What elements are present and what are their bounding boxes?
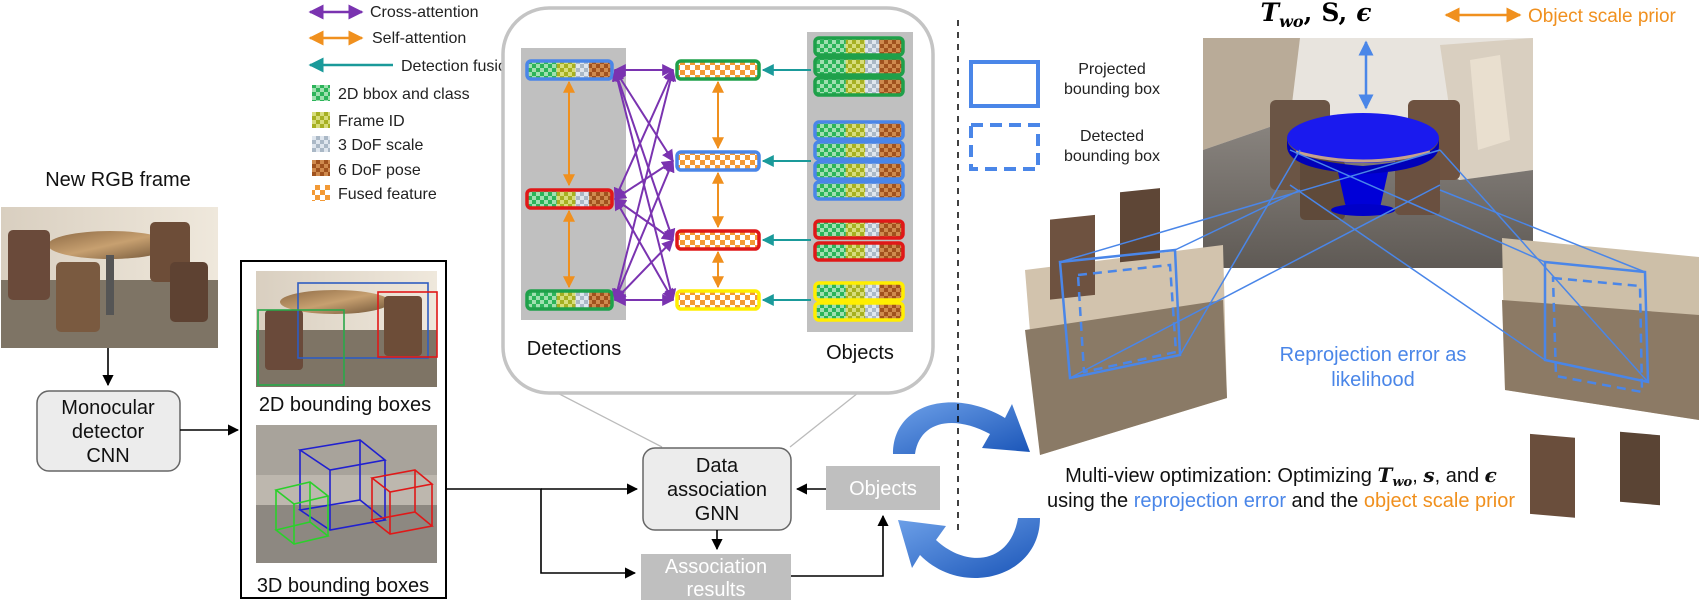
gnn-label-line-1: Data: [696, 455, 739, 477]
objects-column-label: Objects: [826, 342, 894, 364]
projected-box-icon: [969, 60, 1040, 108]
gnn-graph: [525, 36, 905, 322]
optimization-caption-line-1: Multi-view optimization: Optimizing Two,…: [1065, 463, 1497, 490]
detections-column-label: Detections: [527, 338, 622, 360]
legend-dof-scale: 3 DoF scale: [338, 137, 423, 154]
objects-block: Objects: [826, 466, 940, 510]
optimization-variables-heading: Two,S,ϵ: [1261, 0, 1372, 31]
object-bar-1-1: [813, 36, 905, 57]
optimization-loop-icon: [893, 402, 1040, 579]
object-bar-3-2: [813, 241, 905, 262]
association-results-line-1: Association: [665, 556, 767, 578]
association-results-line-2: results: [687, 579, 746, 600]
gnn-label-line-3: GNN: [695, 503, 739, 525]
detected-label-line-2: bounding box: [1064, 148, 1160, 165]
detected-label-line-1: Detected: [1080, 128, 1144, 145]
scale-prior-label: Object scale prior: [1528, 6, 1677, 27]
dof-pose-swatch-icon: [312, 160, 330, 176]
legend-cross-attention: Cross-attention: [370, 4, 479, 21]
object-bar-4-1: [813, 281, 905, 302]
projected-label-line-1: Projected: [1078, 61, 1146, 78]
detected-box-icon: [969, 123, 1040, 171]
gnn-box: Data association GNN: [642, 447, 792, 531]
fused-bar-3: [675, 229, 761, 251]
legend-frame-id: Frame ID: [338, 113, 405, 130]
reprojection-label-line-1: Reprojection error as: [1280, 344, 1467, 366]
detections-column: [521, 48, 626, 320]
reconstruction-render: [1203, 38, 1533, 268]
detector-box: Monocular detector CNN: [36, 390, 181, 472]
legend-dof-pose: 6 DoF pose: [338, 162, 421, 179]
dof-scale-swatch-icon: [312, 136, 330, 152]
detector-label-line-1: Monocular: [61, 397, 155, 419]
detection-2d-photo: [256, 271, 438, 387]
projection-overlays: [1058, 149, 1650, 394]
legend-fused-feature: Fused feature: [338, 186, 437, 203]
optimization-caption-line-2: using the reprojection error and the obj…: [1047, 490, 1515, 512]
boxes-2d-label: 2D bounding boxes: [259, 394, 431, 416]
box-legend: Projected bounding box Detected bounding…: [969, 60, 1160, 171]
object-bar-2-3: [813, 160, 905, 181]
object-bar-4-2: [813, 301, 905, 322]
detector-label-line-2: detector: [72, 421, 145, 443]
objects-block-label: Objects: [849, 478, 917, 500]
cross-attention-edge: [614, 239, 674, 301]
gnn-label-line-2: association: [667, 479, 767, 501]
object-bar-1-2: [813, 56, 905, 77]
new-frame-label: New RGB frame: [45, 169, 191, 191]
detection-3d-photo: [256, 425, 437, 563]
fused-bar-1: [675, 59, 761, 81]
object-bar-3-1: [813, 219, 905, 240]
legend-self-attention: Self-attention: [372, 30, 466, 47]
frame-id-swatch-icon: [312, 112, 330, 128]
legend-bbox-class: 2D bbox and class: [338, 86, 470, 103]
projected-label-line-2: bounding box: [1064, 81, 1160, 98]
association-results-block: Association results: [641, 554, 791, 600]
object-bar-2-4: [813, 180, 905, 201]
boxes-3d-label: 3D bounding boxes: [257, 575, 429, 597]
left-view-photo: [1025, 188, 1227, 455]
bbox-class-swatch-icon: [312, 85, 330, 101]
legend: Cross-attention Self-attention Detection…: [308, 4, 516, 203]
legend-detection-fusion: Detection fusion: [401, 58, 516, 75]
object-bar-2-2: [813, 140, 905, 161]
rgb-frame-photo: [1, 207, 218, 348]
reprojection-label-line-2: likelihood: [1331, 369, 1414, 391]
fused-bar-4: [675, 289, 761, 311]
fused-bar-2: [675, 150, 761, 172]
right-view-photo: [1502, 238, 1699, 518]
object-bar-1-3: [813, 76, 905, 97]
fused-feature-swatch-icon: [312, 185, 330, 201]
detector-label-line-3: CNN: [86, 445, 129, 467]
object-bar-2-1: [813, 120, 905, 141]
